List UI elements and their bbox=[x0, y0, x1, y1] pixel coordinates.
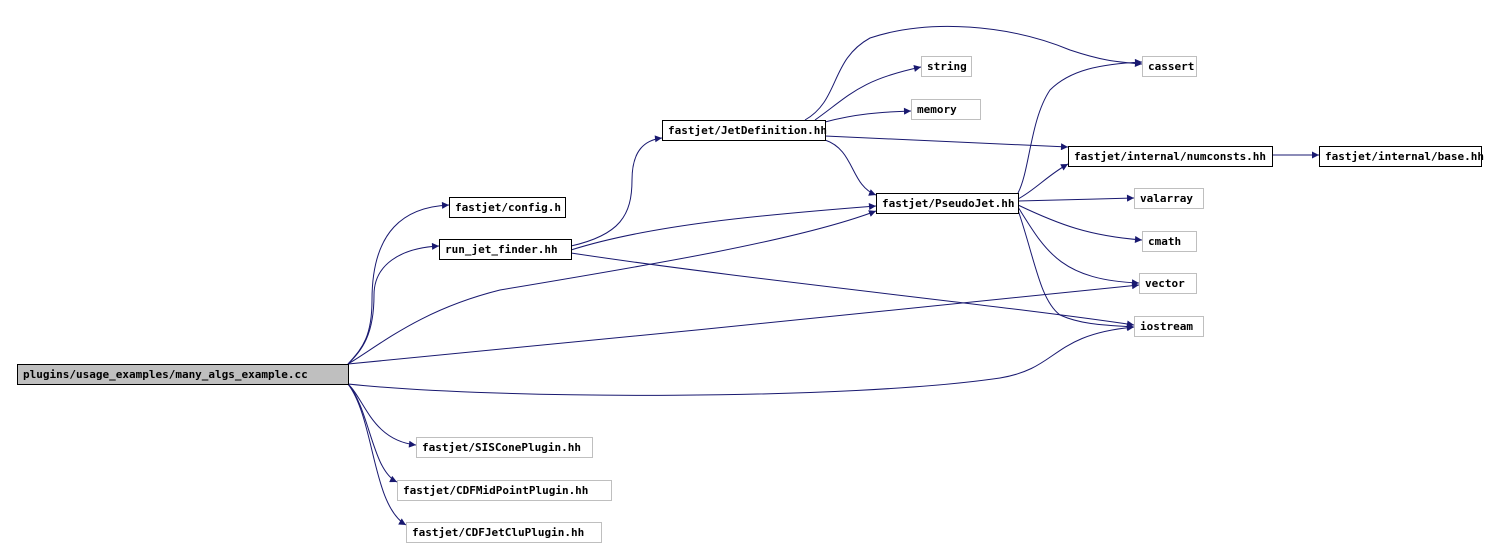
node-label-valarray: valarray bbox=[1140, 192, 1193, 205]
edge-jetdef-to-string bbox=[814, 65, 922, 121]
node-label-config: fastjet/config.h bbox=[455, 201, 561, 214]
node-box-many_algs bbox=[17, 364, 349, 385]
node-config[interactable]: fastjet/config.h bbox=[449, 197, 566, 218]
node-label-cdfmidpoint: fastjet/CDFMidPointPlugin.hh bbox=[403, 484, 588, 497]
node-box-pseudojet bbox=[876, 193, 1019, 214]
edge-jetdef-to-pseudojet bbox=[824, 139, 877, 196]
node-cdfmidpoint[interactable]: fastjet/CDFMidPointPlugin.hh bbox=[397, 480, 612, 501]
node-iostream[interactable]: iostream bbox=[1134, 316, 1204, 337]
edge-pseudojet-to-cassert bbox=[1017, 58, 1143, 194]
node-box-iostream bbox=[1134, 316, 1204, 337]
node-label-iostream: iostream bbox=[1140, 320, 1193, 333]
edges-layer bbox=[347, 25, 1319, 526]
node-valarray[interactable]: valarray bbox=[1134, 188, 1204, 209]
node-label-cassert: cassert bbox=[1148, 60, 1194, 73]
nodes-layer: plugins/usage_examples/many_algs_example… bbox=[17, 56, 1484, 543]
node-label-base: fastjet/internal/base.hh bbox=[1325, 150, 1484, 163]
node-jetdef[interactable]: fastjet/JetDefinition.hh bbox=[662, 120, 827, 141]
edge-pseudojet-to-numconsts bbox=[1017, 163, 1069, 200]
node-vector[interactable]: vector bbox=[1139, 273, 1197, 294]
node-label-string: string bbox=[927, 60, 967, 73]
node-box-vector bbox=[1139, 273, 1197, 294]
edge-many_algs-to-pseudojet bbox=[347, 210, 877, 365]
edge-many_algs-to-run_jet_finder bbox=[347, 242, 440, 365]
node-memory[interactable]: memory bbox=[911, 99, 981, 120]
node-box-base bbox=[1319, 146, 1482, 167]
node-label-cdfjetclu: fastjet/CDFJetCluPlugin.hh bbox=[412, 526, 584, 539]
node-label-numconsts: fastjet/internal/numconsts.hh bbox=[1074, 150, 1266, 163]
node-box-jetdef bbox=[662, 120, 826, 141]
node-pseudojet[interactable]: fastjet/PseudoJet.hh bbox=[876, 193, 1019, 214]
edge-pseudojet-to-cmath bbox=[1017, 204, 1143, 243]
edge-run_jet_finder-to-jetdef bbox=[570, 135, 663, 247]
node-label-pseudojet: fastjet/PseudoJet.hh bbox=[882, 197, 1014, 210]
node-cmath[interactable]: cmath bbox=[1142, 231, 1197, 252]
edge-many_algs-to-iostream bbox=[347, 324, 1135, 396]
node-label-siscone: fastjet/SISConePlugin.hh bbox=[422, 441, 581, 454]
edge-run_jet_finder-to-pseudojet bbox=[570, 203, 877, 251]
node-label-vector: vector bbox=[1145, 277, 1185, 290]
node-label-cmath: cmath bbox=[1148, 235, 1181, 248]
edge-many_algs-to-siscone bbox=[347, 383, 417, 448]
edge-run_jet_finder-to-iostream bbox=[570, 252, 1135, 328]
node-box-numconsts bbox=[1068, 146, 1273, 167]
edge-pseudojet-to-valarray bbox=[1017, 194, 1135, 202]
node-box-string bbox=[921, 56, 972, 77]
node-many_algs[interactable]: plugins/usage_examples/many_algs_example… bbox=[17, 364, 349, 385]
node-cassert[interactable]: cassert bbox=[1142, 56, 1197, 77]
node-base[interactable]: fastjet/internal/base.hh bbox=[1319, 146, 1484, 167]
node-label-memory: memory bbox=[917, 103, 957, 116]
edge-many_algs-to-cdfjetclu bbox=[347, 383, 407, 526]
node-box-cmath bbox=[1142, 231, 1197, 252]
node-box-siscone bbox=[416, 437, 593, 458]
node-box-memory bbox=[911, 99, 981, 120]
edge-pseudojet-to-iostream bbox=[1017, 209, 1135, 331]
node-cdfjetclu[interactable]: fastjet/CDFJetCluPlugin.hh bbox=[406, 522, 602, 543]
node-run_jet_finder[interactable]: run_jet_finder.hh bbox=[439, 239, 572, 260]
edge-jetdef-to-memory bbox=[824, 107, 912, 123]
node-label-jetdef: fastjet/JetDefinition.hh bbox=[668, 124, 827, 137]
node-label-many_algs: plugins/usage_examples/many_algs_example… bbox=[23, 368, 308, 381]
edge-jetdef-to-numconsts bbox=[824, 135, 1069, 151]
node-box-cdfjetclu bbox=[406, 522, 602, 543]
node-box-valarray bbox=[1134, 188, 1204, 209]
edge-many_algs-to-cdfmidpoint bbox=[347, 383, 398, 483]
node-label-run_jet_finder: run_jet_finder.hh bbox=[445, 243, 558, 256]
edge-many_algs-to-config bbox=[347, 201, 450, 365]
node-siscone[interactable]: fastjet/SISConePlugin.hh bbox=[416, 437, 593, 458]
node-box-cassert bbox=[1142, 56, 1197, 77]
edge-pseudojet-to-vector bbox=[1017, 206, 1140, 287]
node-box-run_jet_finder bbox=[439, 239, 572, 260]
edge-jetdef-to-cassert bbox=[804, 25, 1143, 121]
node-string[interactable]: string bbox=[921, 56, 972, 77]
node-box-cdfmidpoint bbox=[397, 480, 612, 501]
node-numconsts[interactable]: fastjet/internal/numconsts.hh bbox=[1068, 146, 1273, 167]
edge-many_algs-to-vector bbox=[347, 282, 1140, 365]
node-box-config bbox=[449, 197, 566, 218]
